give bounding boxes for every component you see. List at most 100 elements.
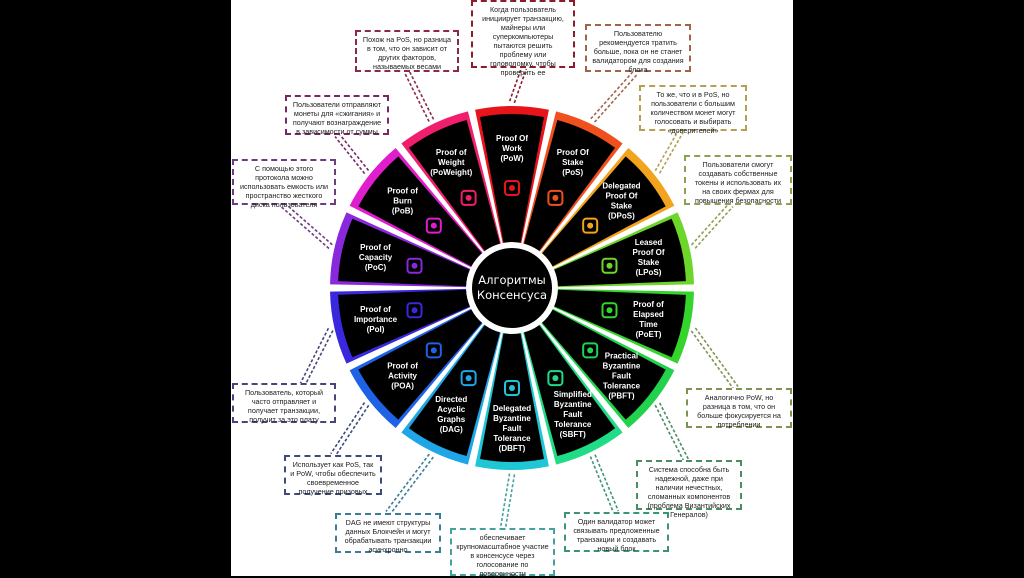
segment-label-dag: Acyclic xyxy=(437,405,466,414)
center-circle xyxy=(472,248,552,328)
ballot-person-icon xyxy=(582,217,599,234)
segment-body-pos xyxy=(523,120,616,251)
note-pow: Когда пользователь инициирует транзакцию… xyxy=(471,0,575,77)
segment-label-sbft: Fault xyxy=(563,410,582,419)
connector-pow xyxy=(508,66,523,102)
head-gear-icon xyxy=(425,342,442,359)
segment-label-pos: Stake xyxy=(562,158,584,167)
segment-label-poi: (PoI) xyxy=(367,325,385,334)
connector-pbft xyxy=(654,404,685,462)
connector-poc xyxy=(284,202,333,246)
fire-icon xyxy=(425,217,442,234)
note-sbft: Один валидатор может связывать предложен… xyxy=(564,512,669,553)
segment-label-poet: Elapsed xyxy=(633,310,664,319)
segment-label-lpos: (LPoS) xyxy=(636,268,662,277)
segment-label-dpos: Proof Of xyxy=(605,192,637,201)
segment-label-poa: Activity xyxy=(388,371,417,380)
segment-label-dbft: Fault xyxy=(502,424,521,433)
segment-label-sbft: Simplified xyxy=(554,390,592,399)
network-hand-icon xyxy=(504,380,520,396)
segment-label-poc: (PoC) xyxy=(365,263,387,272)
graph-nodes-icon xyxy=(460,370,477,387)
segment-label-pow: Work xyxy=(502,144,522,153)
segment-label-dbft: (DBFT) xyxy=(499,444,526,453)
segment-label-dag: (DAG) xyxy=(440,425,463,434)
segment-label-lpos: Stake xyxy=(638,258,660,267)
segment-label-poi: Proof of xyxy=(360,305,391,314)
connector-dpos xyxy=(654,129,680,172)
connector-pow xyxy=(513,68,528,104)
segment-label-pbft: (PBFT) xyxy=(608,391,635,400)
segment-body-pbft xyxy=(542,309,666,420)
segment-label-pob: Proof of xyxy=(387,187,418,196)
segment-body-poet xyxy=(554,289,686,358)
segment-label-poet: Time xyxy=(639,320,658,329)
segment-label-dbft: Delegated xyxy=(493,404,531,413)
segment-body-pob xyxy=(358,156,482,267)
segment-label-dpos: (DPoS) xyxy=(608,212,635,221)
segment-body-dag xyxy=(408,325,501,456)
segment-label-poc: Capacity xyxy=(359,253,393,262)
segment-label-pob: Burn xyxy=(393,197,412,206)
segment-label-sbft: (SBFT) xyxy=(560,430,587,439)
connector-sbft xyxy=(594,454,620,512)
segment-label-dag: Graphs xyxy=(437,415,466,424)
note-poweight: Похож на PoS, но разница в том, что он з… xyxy=(355,30,459,72)
segment-label-dpos: Delegated xyxy=(602,182,640,191)
hands-chip-icon xyxy=(582,342,599,359)
center-hub: Алгоритмы Консенсуса xyxy=(468,244,556,332)
connector-poet xyxy=(694,327,739,387)
segment-body-lpos xyxy=(554,218,686,287)
segment-body-dbft xyxy=(479,333,545,463)
segment-body-poweight xyxy=(408,120,501,251)
segment-body-poi xyxy=(338,289,470,358)
hand-lease-icon xyxy=(601,257,618,274)
cart-worker-icon xyxy=(547,189,564,206)
segment-label-poweight: Weight xyxy=(438,158,465,167)
segment-label-pow: Proof Of xyxy=(496,134,528,143)
connector-poet xyxy=(690,330,735,390)
segment-label-sbft: Byzantine xyxy=(554,400,592,409)
note-poa: Использует как PoS, так и PoW, чтобы обе… xyxy=(284,455,382,496)
segment-label-poa: Proof of xyxy=(387,361,418,370)
note-dpos: То же, что и в PoS, но пользователи с бо… xyxy=(639,85,747,135)
segment-label-pos: Proof Of xyxy=(557,148,589,157)
segment-label-poi: Importance xyxy=(354,315,398,324)
phone-cycle-icon xyxy=(406,302,423,319)
connector-lpos xyxy=(690,202,730,246)
connector-poa xyxy=(330,402,366,455)
safe-hand-icon xyxy=(406,257,423,274)
connector-poc xyxy=(280,206,330,250)
segment-label-pos: (PoS) xyxy=(562,168,583,177)
connector-pob xyxy=(338,132,370,171)
segment-body-poc xyxy=(338,218,470,287)
segment-body-sbft xyxy=(523,325,616,456)
connector-pos xyxy=(590,69,635,120)
note-poet: Аналогично PoW, но разница в том, что он… xyxy=(686,388,792,429)
segment-label-poet: Proof of xyxy=(633,300,664,309)
segment-label-pbft: Byzantine xyxy=(603,361,641,370)
note-lpos: Пользователи смогут создавать собственны… xyxy=(684,155,792,205)
note-poc: С помощью этого протокола можно использо… xyxy=(232,159,336,209)
segment-label-pbft: Fault xyxy=(612,371,631,380)
connector-poweight xyxy=(408,70,435,120)
segment-label-dbft: Byzantine xyxy=(493,414,531,423)
segment-label-poa: (POA) xyxy=(391,381,414,390)
note-dbft: обеспечивает крупномасштабное участие в … xyxy=(450,528,555,578)
note-pos: Пользователю рекомендуется тратить больш… xyxy=(585,24,691,74)
note-dag: DAG не имеют структуры данных Блокчейн и… xyxy=(335,513,441,554)
segment-body-pow xyxy=(479,114,545,243)
connector-poa xyxy=(334,404,370,457)
